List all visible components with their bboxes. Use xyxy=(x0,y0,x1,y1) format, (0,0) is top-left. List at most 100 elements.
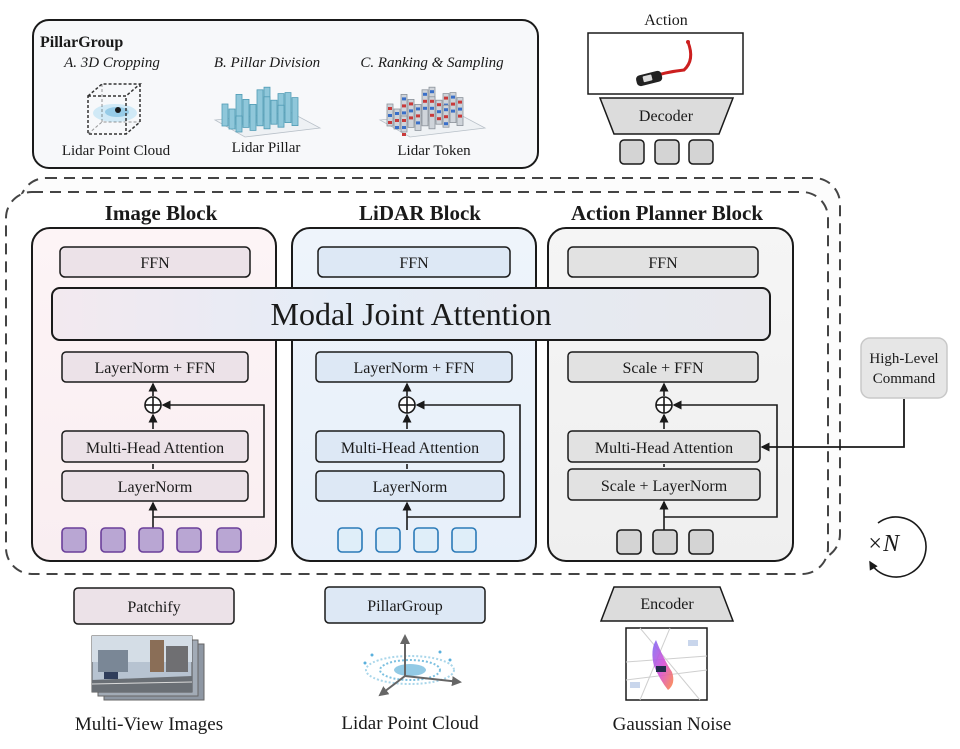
sampled-token-icon xyxy=(430,90,434,94)
sampled-token-icon xyxy=(458,114,462,118)
sampled-token-icon xyxy=(395,119,399,122)
pillar-bar-icon xyxy=(456,97,464,126)
sampled-token-icon xyxy=(430,99,434,103)
image-ffn-label: FFN xyxy=(140,255,170,272)
pillar-grid-icon xyxy=(213,86,322,138)
sampled-token-icon xyxy=(409,102,413,106)
sampled-token-icon xyxy=(402,119,406,122)
step-a-title: A. 3D Cropping xyxy=(63,55,160,71)
pillargroup-input-box xyxy=(324,586,486,624)
pillar-bar-icon xyxy=(407,99,415,128)
pillargroup-input-label: PillarGroup xyxy=(367,598,443,615)
pillar-bar-icon xyxy=(221,103,229,127)
pillar-bar-icon xyxy=(242,99,250,128)
image-attention-label: Multi-Head Attention xyxy=(86,440,224,457)
modal-joint-attention-label: Modal Joint Attention xyxy=(271,296,552,332)
pillar-bar-icon xyxy=(263,96,271,130)
image-attention-box xyxy=(61,430,249,463)
action-token xyxy=(688,529,714,555)
command-line-2: Command xyxy=(873,371,936,387)
pillar-bar-icon xyxy=(291,97,299,126)
lidar-attention-box xyxy=(315,430,505,463)
action-output: Action Decoder xyxy=(587,12,744,165)
sampled-token-icon xyxy=(437,103,441,107)
image-norm-ffn-label: LayerNorm + FFN xyxy=(94,360,215,377)
vehicle-icon xyxy=(636,70,663,87)
sampled-token-icon xyxy=(444,108,448,112)
action-block-title: Action Planner Block xyxy=(571,201,763,225)
gaussian-noise-bev xyxy=(625,627,708,701)
command-line-1: High-Level xyxy=(869,351,938,367)
sampled-token-icon xyxy=(430,106,434,110)
lidar-caption: Lidar Point Cloud xyxy=(341,713,479,734)
lidar-token xyxy=(337,527,363,553)
sampled-token-icon xyxy=(388,114,392,117)
action-frame xyxy=(587,32,744,95)
sampled-token-icon xyxy=(409,116,413,120)
encoder-shape xyxy=(599,586,735,622)
image-token xyxy=(216,527,242,553)
sampled-token-icon xyxy=(409,109,413,113)
action-norm-label: Scale + LayerNorm xyxy=(601,478,728,495)
step-a-caption: Lidar Point Cloud xyxy=(62,143,171,159)
action-label: Action xyxy=(644,12,688,29)
image-block-internals: LayerNorm + FFN Multi-Head Attention Lay… xyxy=(61,351,265,553)
decoder-token xyxy=(654,139,680,165)
sampled-token-icon xyxy=(444,122,448,126)
lidar-token xyxy=(375,527,401,553)
repeat-indicator: ×N xyxy=(867,516,927,578)
image-token xyxy=(176,527,202,553)
lidar-token xyxy=(413,527,439,553)
noise-caption: Gaussian Noise xyxy=(613,714,732,735)
image-norm-box xyxy=(61,470,249,502)
sampled-token-icon xyxy=(402,104,406,108)
decoder-label: Decoder xyxy=(639,108,694,125)
sampled-token-icon xyxy=(388,107,392,110)
step-b-caption: Lidar Pillar xyxy=(232,140,301,156)
sampled-token-icon xyxy=(395,126,399,129)
step-c-title: C. Ranking & Sampling xyxy=(360,55,504,71)
action-ffn-box xyxy=(567,246,759,278)
image-ffn-box xyxy=(59,246,251,278)
cropping-cube-icon xyxy=(87,83,143,135)
sampled-token-icon xyxy=(451,102,455,106)
image-norm-ffn-box xyxy=(61,351,249,383)
command-box xyxy=(860,337,948,399)
step-b-title: B. Pillar Division xyxy=(214,55,320,71)
repeat-loop-icon xyxy=(869,516,927,578)
lidar-norm-ffn-label: LayerNorm + FFN xyxy=(353,360,474,377)
sampled-token-icon xyxy=(423,106,427,110)
sampled-token-icon xyxy=(458,107,462,111)
sampled-token-icon xyxy=(444,115,448,119)
image-token xyxy=(100,527,126,553)
repeat-label: ×N xyxy=(867,531,901,557)
lidar-block-internals: LayerNorm + FFN Multi-Head Attention Lay… xyxy=(315,351,521,553)
decoder-token xyxy=(619,139,645,165)
sampled-token-icon xyxy=(423,92,427,96)
lidar-norm-label: LayerNorm xyxy=(373,479,448,496)
pillar-bar-icon xyxy=(235,115,243,133)
lidar-attention-label: Multi-Head Attention xyxy=(341,440,479,457)
image-token xyxy=(138,527,164,553)
sampled-token-icon xyxy=(402,133,406,136)
encoder-label: Encoder xyxy=(640,596,694,613)
action-attention-label: Multi-Head Attention xyxy=(595,440,733,457)
lidar-norm-ffn-box xyxy=(315,351,513,383)
lidar-norm-box xyxy=(315,470,505,502)
action-norm-box xyxy=(567,468,761,501)
pillar-bar-icon xyxy=(228,108,236,130)
lidar-block-title: LiDAR Block xyxy=(359,201,481,225)
sampled-token-icon xyxy=(388,121,392,124)
pillar-bar-icon xyxy=(256,89,264,127)
sampled-token-icon xyxy=(451,95,455,99)
action-block xyxy=(547,227,794,562)
lidar-point-cloud xyxy=(363,634,462,697)
sampled-token-icon xyxy=(416,107,420,111)
token-grid-icon xyxy=(378,86,487,138)
modal-joint-attention-box xyxy=(51,287,771,341)
patchify-label: Patchify xyxy=(127,599,180,616)
pillar-bar-icon xyxy=(249,104,257,131)
image-block-title: Image Block xyxy=(105,201,218,225)
pillargroup-title: PillarGroup xyxy=(40,34,123,51)
